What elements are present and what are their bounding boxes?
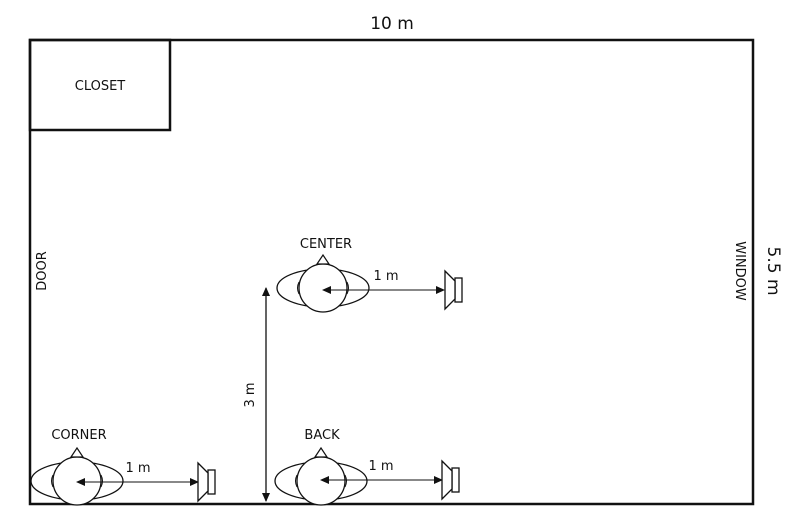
back-label: BACK <box>304 428 340 443</box>
center-speaker-icon <box>444 269 463 311</box>
corner-position: CORNER 1 m <box>30 428 216 506</box>
back-speaker-icon <box>441 459 460 501</box>
door-label: DOOR <box>35 251 50 291</box>
corner-distance-label: 1 m <box>125 461 150 476</box>
back-distance-label: 1 m <box>368 459 393 474</box>
room-width-label: 10 m <box>370 14 414 34</box>
center-position: CENTER 1 m <box>276 237 463 313</box>
closet-box <box>28 38 172 132</box>
room-outline <box>28 38 755 506</box>
closet-label: CLOSET <box>75 79 126 94</box>
window-label: WINDOW <box>732 241 747 301</box>
center-label: CENTER <box>300 237 352 252</box>
back-position: BACK 1 m <box>274 428 460 506</box>
room-height-label: 5.5 m <box>763 247 783 296</box>
center-listener-icon <box>276 253 370 313</box>
corner-label: CORNER <box>51 428 106 443</box>
back-listener-icon <box>274 446 368 506</box>
corner-speaker-icon <box>197 461 216 503</box>
corner-listener-icon <box>30 446 124 506</box>
center-distance-label: 1 m <box>373 269 398 284</box>
vertical-offset-label: 3 m <box>243 382 258 407</box>
